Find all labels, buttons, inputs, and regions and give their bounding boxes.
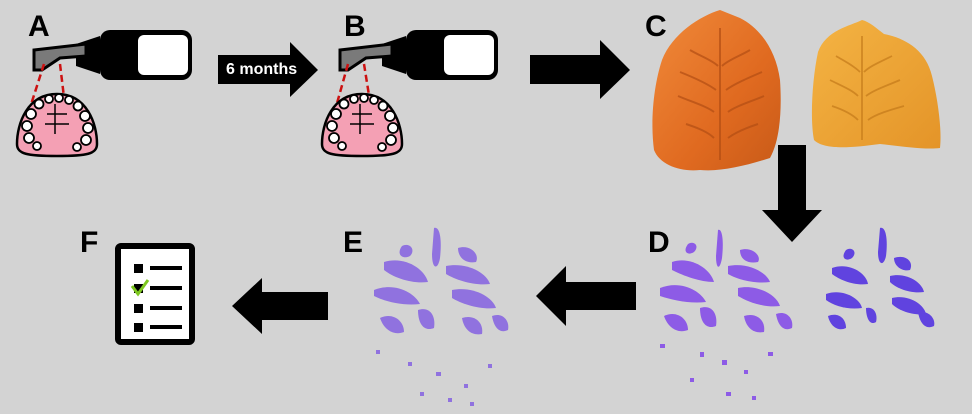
dental-arch-icon-b xyxy=(320,92,404,158)
laser-beams-a xyxy=(26,63,68,115)
panel-label-b: B xyxy=(344,10,366,43)
arrow-icon-de xyxy=(536,266,636,326)
panel-label-c: C xyxy=(645,10,667,43)
dental-arch-icon-a xyxy=(15,92,99,158)
arrow-label-six-months: 6 months xyxy=(226,61,298,78)
panel-label-a: A xyxy=(28,10,50,43)
panel-label-d: D xyxy=(648,226,670,259)
rugae-superimposition xyxy=(374,227,509,406)
palate-scan-model-orange xyxy=(652,10,781,171)
palate-scan-model-gold xyxy=(811,20,941,149)
arrow-icon-ab xyxy=(218,42,318,97)
rugae-segmentation-blue xyxy=(826,227,935,330)
panel-label-e: E xyxy=(343,226,364,259)
laser-beams-b xyxy=(332,63,374,115)
scanner-icon-a xyxy=(32,28,194,82)
arrow-icon-cd xyxy=(762,145,822,242)
panel-label-f: F xyxy=(80,226,99,259)
arrow-icon-ef xyxy=(232,278,328,334)
arrow-icon-bc xyxy=(530,40,630,99)
rugae-segmentation-purple xyxy=(660,229,793,400)
checklist-icon xyxy=(115,243,195,345)
